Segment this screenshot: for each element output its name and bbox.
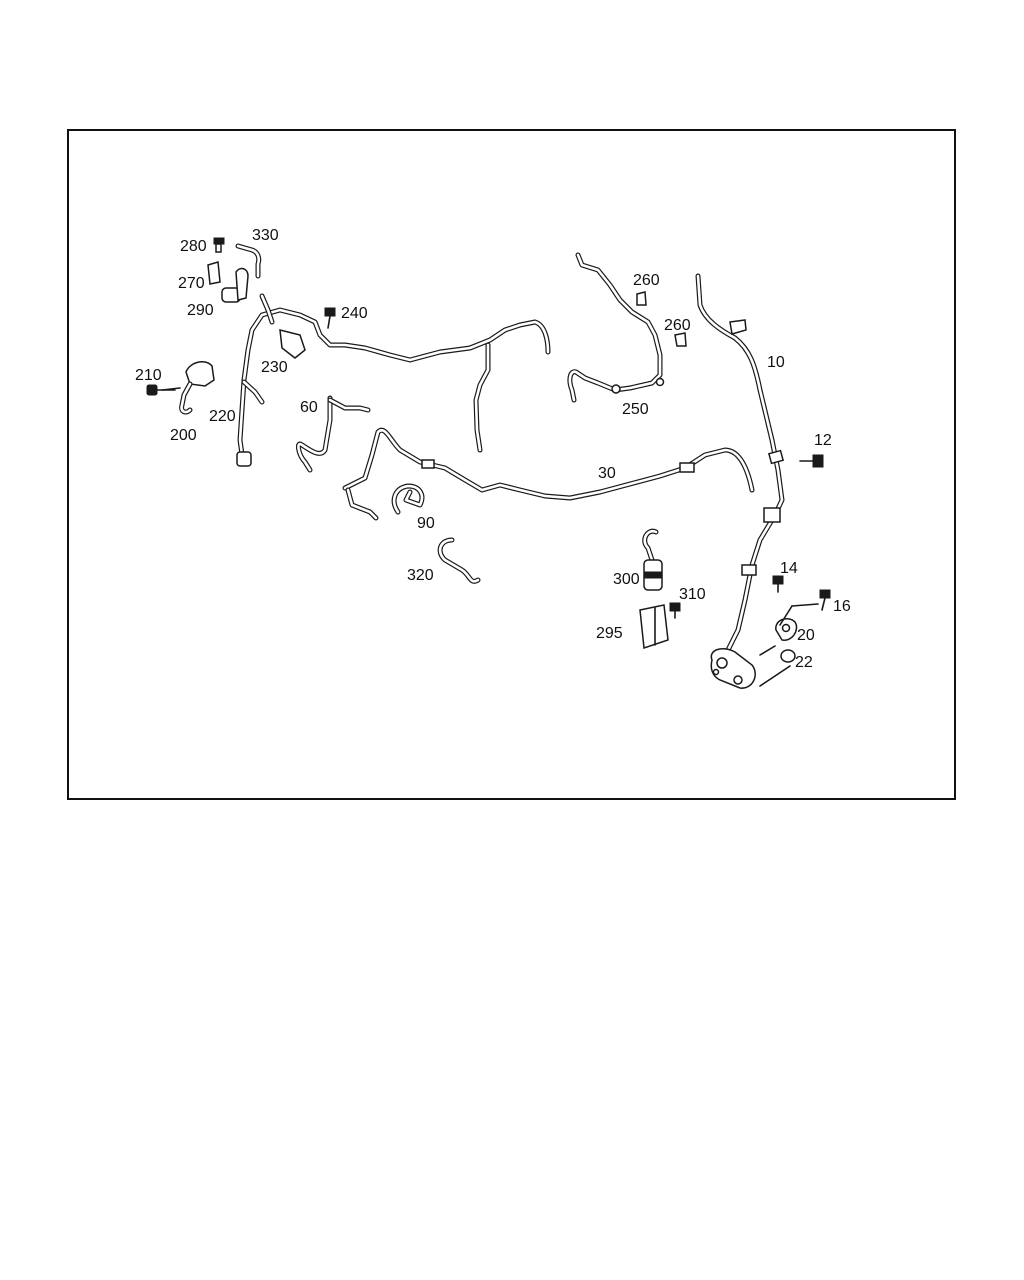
callout-330: 330: [252, 227, 279, 244]
part-300: [642, 528, 663, 591]
callout-290: 290: [187, 302, 214, 319]
bolt-12: [799, 454, 824, 468]
callout-260-b: 260: [664, 317, 691, 334]
hose-320: [437, 537, 481, 584]
hose-90: [391, 483, 425, 515]
bolt-310: [669, 602, 681, 619]
pipe-10: [695, 273, 785, 689]
callout-300: 300: [613, 571, 640, 588]
callout-12: 12: [814, 432, 832, 449]
callout-16: 16: [833, 598, 851, 615]
part-200: [179, 381, 193, 415]
clip-260-a: [636, 291, 647, 306]
bolt-240: [324, 307, 336, 329]
callout-280: 280: [180, 238, 207, 255]
clip-260-b: [674, 332, 687, 347]
bolt-16: [819, 589, 831, 611]
callout-260-a: 260: [633, 272, 660, 289]
pipe-60: [295, 395, 371, 473]
leader-lines: [161, 387, 819, 687]
pipe-30: [342, 427, 755, 521]
pipe-upper-left: [236, 293, 551, 467]
callout-295: 295: [596, 625, 623, 642]
oring-22: [780, 649, 796, 663]
callout-90: 90: [417, 515, 435, 532]
bolt-280: [213, 237, 225, 253]
callout-10: 10: [767, 354, 785, 371]
clip-270: [207, 261, 221, 285]
hose-330: [235, 243, 262, 279]
callout-210: 210: [135, 367, 162, 384]
part-290: [221, 267, 249, 303]
callout-270: 270: [178, 275, 205, 292]
callout-320: 320: [407, 567, 434, 584]
callout-250: 250: [622, 401, 649, 418]
callout-310: 310: [679, 586, 706, 603]
part-210: [146, 361, 215, 396]
callout-240: 240: [341, 305, 368, 322]
gasket-20: [775, 618, 798, 641]
callout-22: 22: [795, 654, 813, 671]
callout-200: 200: [170, 427, 197, 444]
callout-230: 230: [261, 359, 288, 376]
callout-220: 220: [209, 408, 236, 425]
callout-20: 20: [797, 627, 815, 644]
callout-60: 60: [300, 399, 318, 416]
callout-30: 30: [598, 465, 616, 482]
bracket-295: [639, 604, 669, 650]
pipe-250: [567, 252, 665, 403]
callout-14: 14: [780, 560, 798, 577]
bolt-14: [772, 575, 784, 593]
